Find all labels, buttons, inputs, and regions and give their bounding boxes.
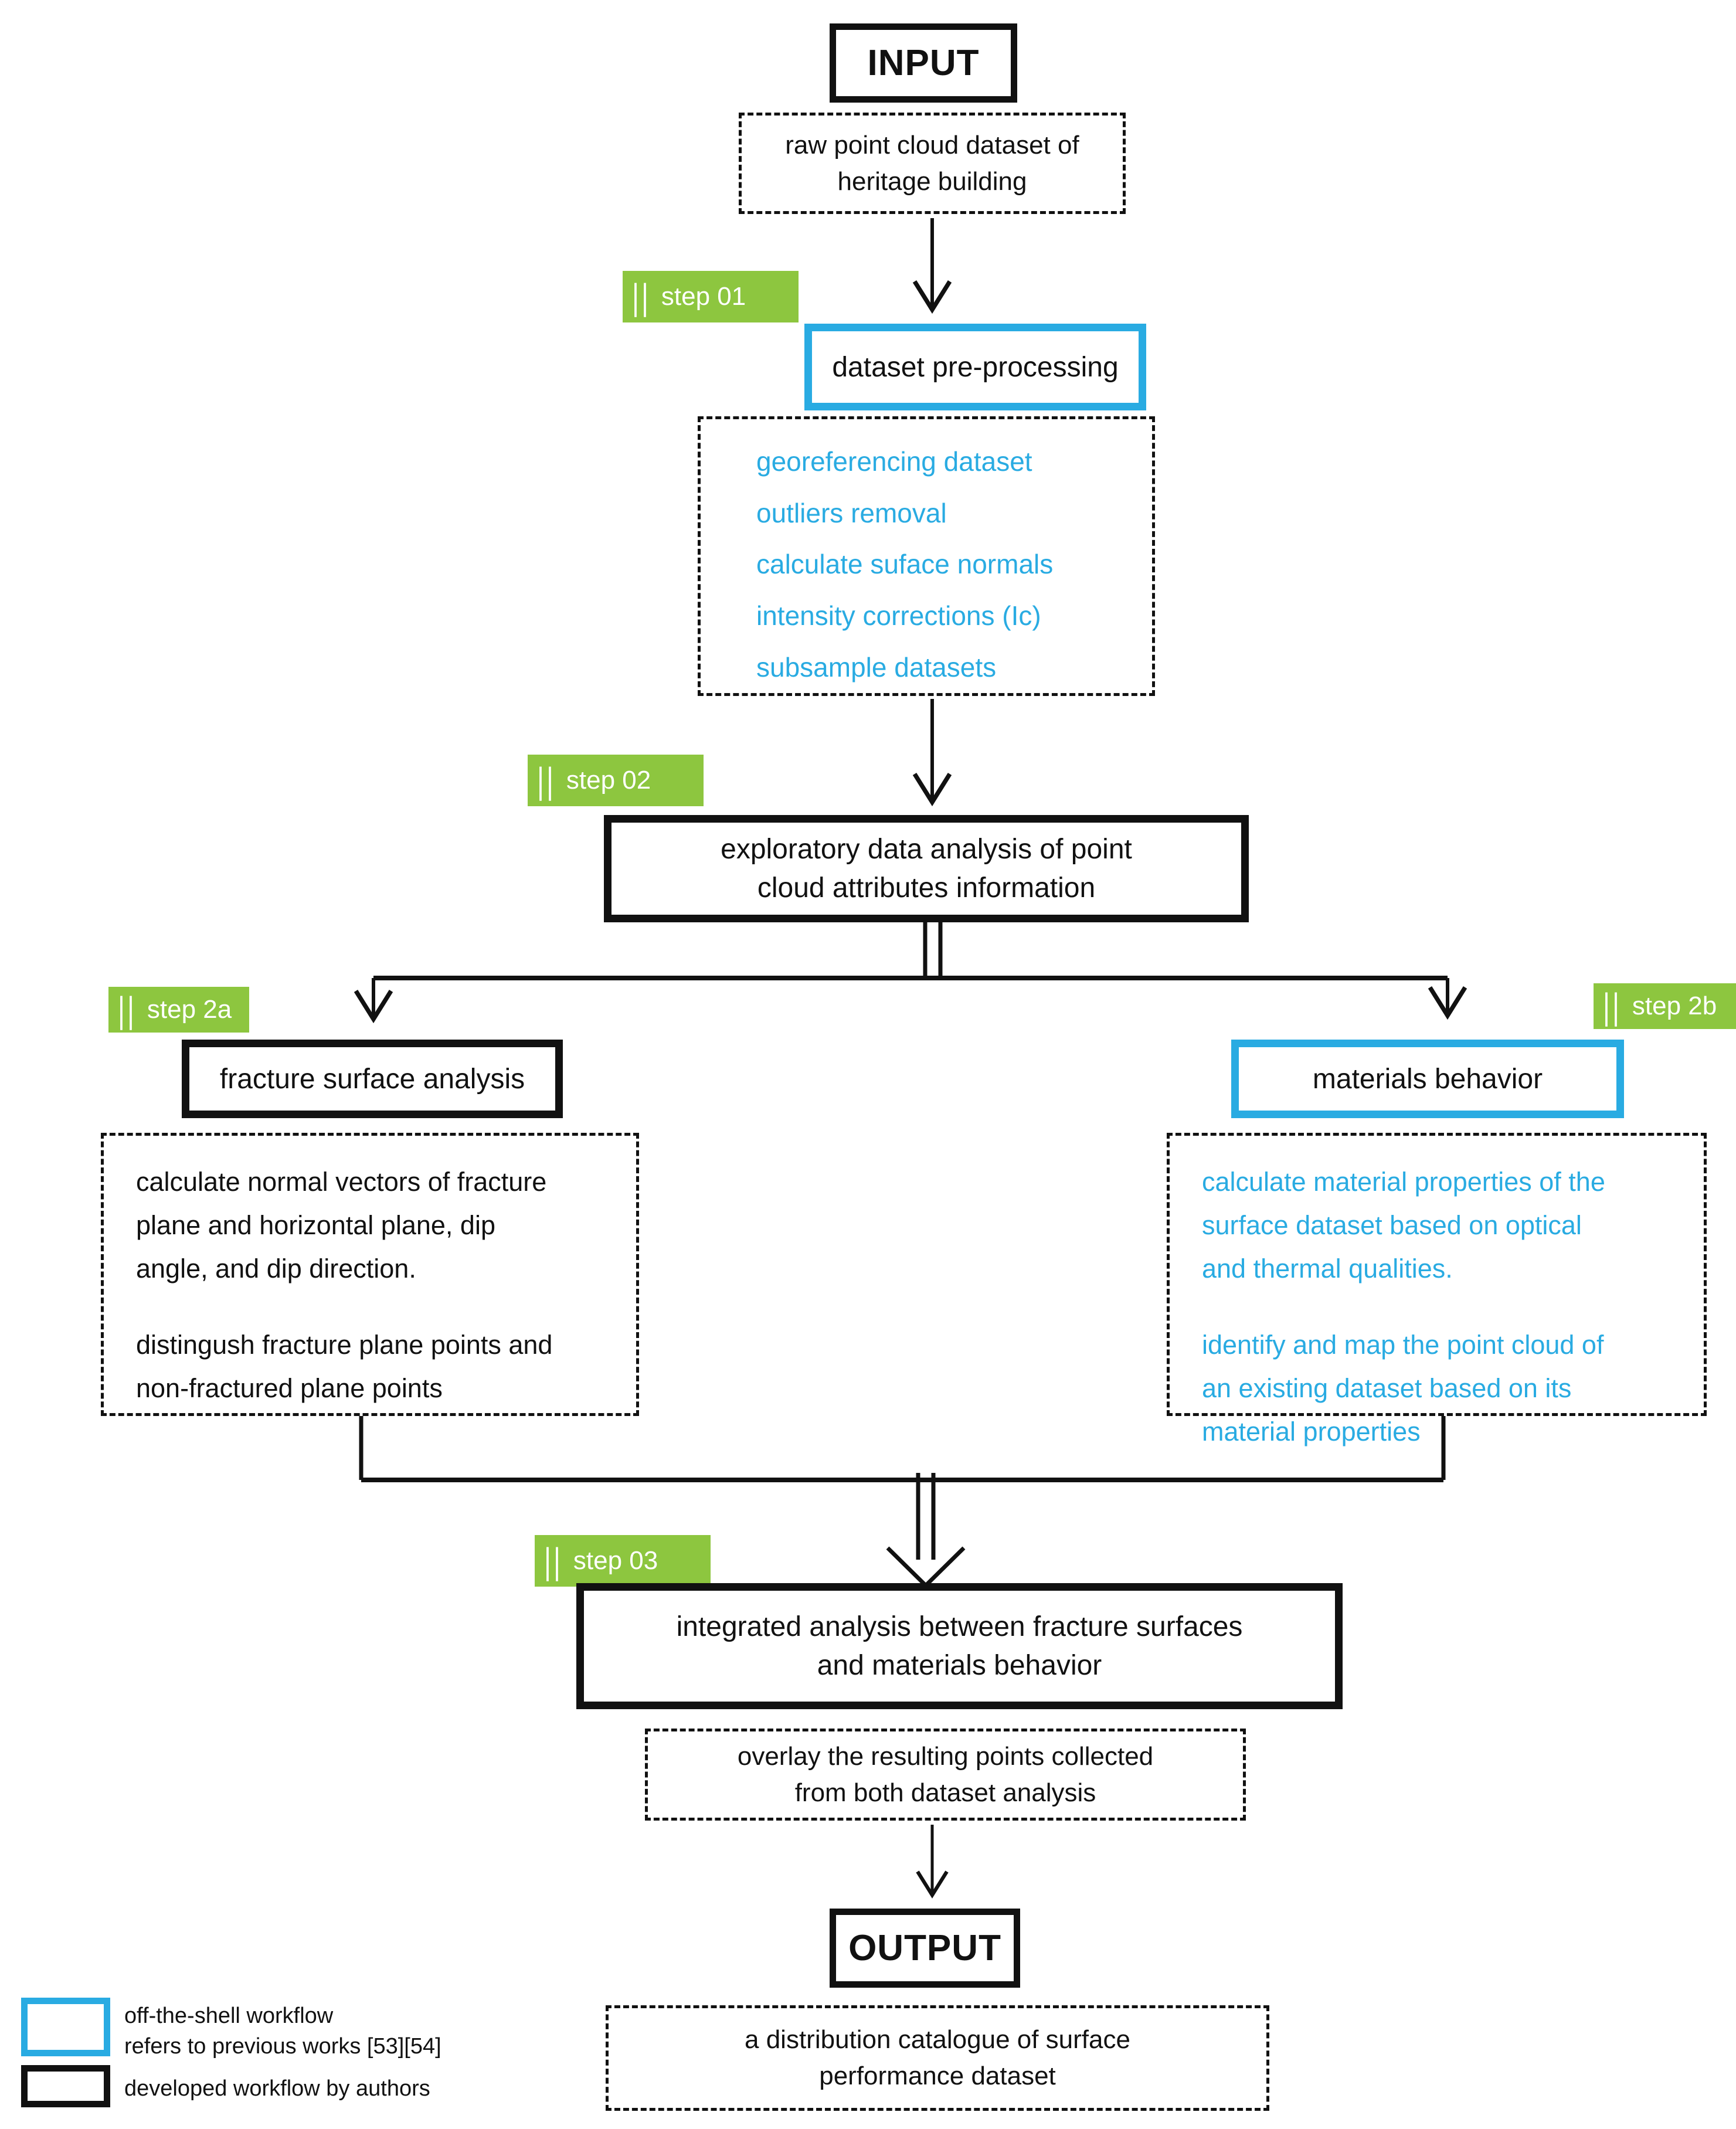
- step-02-label-text: step 02: [566, 766, 651, 794]
- preprocessing-item: georeferencing dataset: [756, 446, 1032, 477]
- legend-line: off-the-shell workflow: [124, 2004, 334, 2028]
- overlay-desc-box: overlay the resulting points collected f…: [645, 1729, 1246, 1821]
- materials-box: materials behavior: [1231, 1040, 1624, 1118]
- overlay-desc-line: overlay the resulting points collected: [737, 1741, 1154, 1771]
- eda-title-line: cloud attributes information: [757, 872, 1096, 904]
- merge-double-line: [916, 1473, 936, 1560]
- input-desc-line: heritage building: [837, 167, 1027, 196]
- step-2b-label-text: step 2b: [1632, 992, 1717, 1020]
- integrated-box: integrated analysis between fracture sur…: [576, 1583, 1343, 1709]
- fracture-desc-box: calculate normal vectors of fracture pla…: [101, 1133, 639, 1416]
- fracture-box: fracture surface analysis: [182, 1040, 563, 1118]
- preprocessing-item: subsample datasets: [756, 652, 997, 683]
- step-2a-label: || step 2a: [108, 987, 249, 1033]
- step-03-label: || step 03: [535, 1535, 711, 1587]
- paragraph-line: angle, and dip direction.: [136, 1254, 416, 1283]
- paragraph-line: calculate material properties of the: [1202, 1167, 1605, 1197]
- overlay-desc-line: from both dataset analysis: [794, 1778, 1096, 1807]
- materials-desc-box: calculate material properties of the sur…: [1167, 1133, 1707, 1447]
- paragraph-line: material properties: [1202, 1417, 1421, 1447]
- output-title: OUTPUT: [848, 1928, 1001, 1968]
- preprocessing-item: intensity corrections (Ic): [756, 600, 1041, 631]
- preprocessing-item: calculate suface normals: [756, 549, 1054, 580]
- output-desc-box: a distribution catalogue of surface perf…: [606, 2005, 1269, 2111]
- paragraph-line: plane and horizontal plane, dip: [136, 1210, 495, 1240]
- legend-line: refers to previous works [53][54]: [124, 2034, 441, 2059]
- preprocessing-title: dataset pre-processing: [832, 351, 1119, 383]
- fracture-paragraph-1: calculate normal vectors of fracture pla…: [136, 1160, 546, 1291]
- step-02-label: || step 02: [528, 755, 704, 806]
- materials-paragraph-1: calculate material properties of the sur…: [1202, 1160, 1605, 1291]
- eda-box: exploratory data analysis of point cloud…: [604, 815, 1249, 922]
- split-stem-double-line: [923, 922, 943, 977]
- integrated-title-line: and materials behavior: [817, 1649, 1102, 1681]
- merge-open-arrowhead: [886, 1546, 966, 1588]
- materials-title: materials behavior: [1312, 1063, 1543, 1095]
- parallel-bars-icon: ||: [1603, 985, 1622, 1027]
- input-title: INPUT: [867, 43, 980, 83]
- paragraph-line: and thermal qualities.: [1202, 1254, 1453, 1283]
- preprocessing-box: dataset pre-processing: [804, 324, 1146, 410]
- parallel-bars-icon: ||: [544, 1540, 563, 1582]
- parallel-bars-icon: ||: [537, 759, 556, 802]
- input-box: INPUT: [830, 23, 1017, 103]
- paragraph-line: identify and map the point cloud of: [1202, 1330, 1604, 1360]
- legend-blue-text: off-the-shell workflow refers to previou…: [124, 2001, 441, 2062]
- step-2a-label-text: step 2a: [147, 995, 232, 1024]
- legend-line: developed workflow by authors: [124, 2076, 430, 2101]
- step-01-label-text: step 01: [661, 282, 746, 311]
- paragraph-line: an existing dataset based on its: [1202, 1373, 1572, 1403]
- preprocessing-items-box: georeferencing dataset outliers removal …: [698, 416, 1155, 696]
- step-03-label-text: step 03: [573, 1546, 658, 1575]
- paragraph-line: non-fractured plane points: [136, 1373, 443, 1403]
- output-box: OUTPUT: [830, 1909, 1020, 1988]
- step-01-label: || step 01: [623, 271, 799, 322]
- paragraph-line: calculate normal vectors of fracture: [136, 1167, 547, 1197]
- legend-blue-swatch: [21, 1998, 110, 2056]
- paragraph-line: surface dataset based on optical: [1202, 1210, 1582, 1240]
- fracture-paragraph-2: distingush fracture plane points and non…: [136, 1323, 552, 1410]
- parallel-bars-icon: ||: [118, 989, 137, 1031]
- fracture-title: fracture surface analysis: [219, 1063, 525, 1095]
- eda-title-line: exploratory data analysis of point: [721, 833, 1132, 865]
- output-desc-line: a distribution catalogue of surface: [745, 2025, 1130, 2054]
- input-desc-line: raw point cloud dataset of: [785, 130, 1079, 159]
- legend-black-text: developed workflow by authors: [124, 2073, 430, 2104]
- step-2b-label: || step 2b: [1594, 983, 1736, 1029]
- parallel-bars-icon: ||: [632, 276, 651, 318]
- integrated-title-line: integrated analysis between fracture sur…: [676, 1611, 1243, 1642]
- output-desc-line: performance dataset: [819, 2062, 1056, 2090]
- input-desc-box: raw point cloud dataset of heritage buil…: [739, 113, 1126, 214]
- materials-paragraph-2: identify and map the point cloud of an e…: [1202, 1323, 1603, 1454]
- legend-black-swatch: [21, 2065, 110, 2107]
- paragraph-line: distingush fracture plane points and: [136, 1330, 553, 1360]
- preprocessing-item: outliers removal: [756, 497, 947, 528]
